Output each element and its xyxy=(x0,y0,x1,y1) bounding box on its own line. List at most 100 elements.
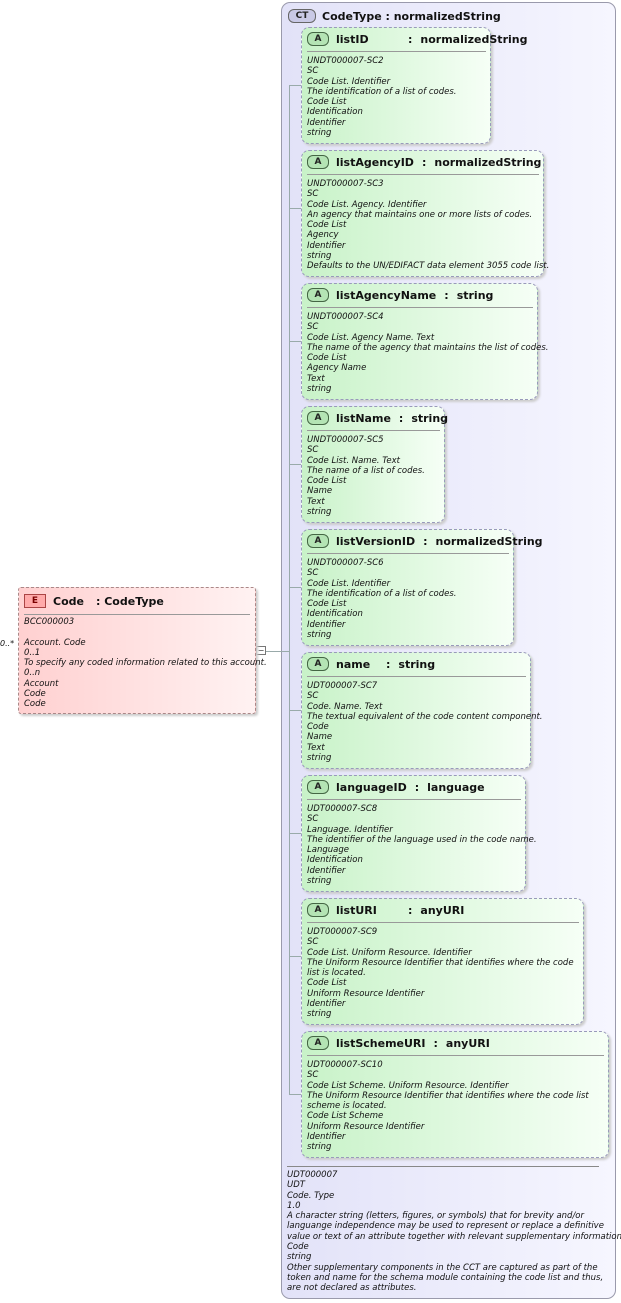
attribute-badge-icon: A xyxy=(307,657,329,671)
attribute-header: A listAgencyID : normalizedString xyxy=(307,155,541,169)
doc-line: Code List Scheme. Uniform Resource. Iden… xyxy=(307,1080,509,1091)
attribute-type: string xyxy=(456,288,494,302)
attribute-listID[interactable]: A listID : normalizedString UNDT000007-S… xyxy=(301,27,527,144)
doc-line: Code List. Uniform Resource. Identifier xyxy=(307,947,472,958)
attribute-separator: : xyxy=(423,534,428,548)
attribute-name[interactable]: A name : string UDT000007-SC7 SC Code. N… xyxy=(301,652,543,769)
attribute-type: string xyxy=(411,411,449,425)
attribute-type: string xyxy=(398,657,436,671)
doc-line: Name xyxy=(307,732,333,743)
doc-line xyxy=(24,627,250,637)
doc-line: Code List xyxy=(307,599,347,610)
doc-line: Code. Type xyxy=(287,1190,335,1201)
doc-line: string xyxy=(307,384,332,395)
connector xyxy=(289,208,301,209)
occurrence-label: 0..* xyxy=(0,639,15,648)
attribute-languageID[interactable]: A languageID : language UDT000007-SC8 SC… xyxy=(301,775,537,892)
attribute-type: language xyxy=(427,780,485,794)
attribute-documentation: UDT000007-SC10 SC Code List Scheme. Unif… xyxy=(307,1055,604,1153)
doc-line: SC xyxy=(307,568,319,579)
doc-line: SC xyxy=(307,66,319,77)
attribute-name: listVersionID xyxy=(336,534,416,548)
doc-line: Account xyxy=(24,678,59,689)
doc-line: are not declared as attributes. xyxy=(287,1283,417,1294)
doc-line: string xyxy=(307,128,332,139)
attribute-badge-icon: A xyxy=(307,534,329,548)
doc-line: Code xyxy=(307,722,329,733)
attribute-name: listName xyxy=(336,411,391,425)
attribute-header: A languageID : language xyxy=(307,780,485,794)
attribute-listVersionID[interactable]: A listVersionID : normalizedString UNDT0… xyxy=(301,529,543,646)
doc-line: UDT xyxy=(287,1180,305,1191)
attribute-listAgencyID[interactable]: A listAgencyID : normalizedString UNDT00… xyxy=(301,150,550,277)
connector xyxy=(289,341,301,342)
doc-line: SC xyxy=(307,322,319,333)
doc-line: SC xyxy=(307,189,319,200)
attribute-header: A listName : string xyxy=(307,411,448,425)
attribute-type: normalizedString xyxy=(420,32,528,46)
connector xyxy=(289,1094,301,1095)
attribute-badge-icon: A xyxy=(307,411,329,425)
attribute-separator: : xyxy=(386,657,391,671)
complex-type-badge-icon: CT xyxy=(288,9,316,23)
doc-line: Identification xyxy=(307,107,363,118)
doc-line: Code xyxy=(287,1242,309,1253)
doc-line: Code List. Identifier xyxy=(307,578,391,589)
doc-line: Agency Name xyxy=(307,363,367,374)
doc-line: SC xyxy=(307,691,319,702)
doc-line: Identifier xyxy=(307,240,346,251)
doc-line: Identifier xyxy=(307,999,346,1010)
element-header: E Code : CodeType xyxy=(24,594,164,608)
doc-line: UDT000007 xyxy=(287,1170,338,1180)
doc-line: SC xyxy=(307,937,319,948)
doc-line: To specify any coded information related… xyxy=(24,658,267,669)
tree-vertical-line xyxy=(289,85,290,1095)
doc-line: Code List xyxy=(307,978,347,989)
element-badge-icon: E xyxy=(24,594,46,608)
doc-line: string xyxy=(287,1252,312,1263)
attribute-listURI[interactable]: A listURI : anyURI UDT000007-SC9 SC Code… xyxy=(301,898,584,1025)
attribute-documentation: UNDT000007-SC6 SC Code List. Identifier … xyxy=(307,553,509,640)
doc-line: The textual equivalent of the code conte… xyxy=(307,711,543,722)
doc-line: BCC000003 xyxy=(24,617,75,627)
doc-line: UNDT000007-SC2 xyxy=(307,56,384,66)
attribute-documentation: UNDT000007-SC4 SC Code List. Agency Name… xyxy=(307,307,549,395)
doc-line: string xyxy=(307,251,332,262)
doc-line: The identification of a list of codes. xyxy=(307,588,457,599)
element-box[interactable]: E Code : CodeType BCC000003 Account. Cod… xyxy=(18,587,267,714)
doc-line: Account. Code xyxy=(24,637,86,648)
attribute-separator: : xyxy=(408,32,413,46)
doc-line: Uniform Resource Identifier xyxy=(307,1121,425,1132)
doc-line: UNDT000007-SC6 xyxy=(307,558,384,568)
doc-line: UDT000007-SC9 xyxy=(307,927,378,937)
attribute-listSchemeURI[interactable]: A listSchemeURI : anyURI UDT000007-SC10 … xyxy=(301,1031,609,1158)
doc-line: A character string (letters, figures, or… xyxy=(287,1211,585,1222)
doc-line: Code xyxy=(24,699,46,710)
doc-line: UDT000007-SC10 xyxy=(307,1060,383,1070)
doc-line: The name of a list of codes. xyxy=(307,465,425,476)
sequence-icon[interactable]: − xyxy=(256,646,266,655)
attribute-listName[interactable]: A listName : string UNDT000007-SC5 SC Co… xyxy=(301,406,448,523)
connector xyxy=(289,833,301,834)
doc-line: Code xyxy=(24,689,46,700)
doc-line: Defaults to the UN/EDIFACT data element … xyxy=(307,261,550,272)
doc-line: The Uniform Resource Identifier that ide… xyxy=(307,957,574,979)
attribute-name: listAgencyID xyxy=(336,155,414,169)
attribute-documentation: UNDT000007-SC5 SC Code List. Name. Text … xyxy=(307,430,440,517)
doc-line: Language xyxy=(307,845,349,856)
attribute-badge-icon: A xyxy=(307,155,329,169)
element-type: : CodeType xyxy=(96,594,164,608)
doc-line: Code List. Name. Text xyxy=(307,455,400,466)
doc-line: Agency xyxy=(307,230,339,241)
attribute-header: A listURI : anyURI xyxy=(307,903,464,917)
doc-line: Identifier xyxy=(307,117,346,128)
doc-line: 1.0 xyxy=(287,1200,301,1211)
doc-line: The name of the agency that maintains th… xyxy=(307,342,549,353)
doc-line: Uniform Resource Identifier xyxy=(307,988,425,999)
doc-line: Other supplementary components in the CC… xyxy=(287,1262,598,1273)
attribute-listAgencyName[interactable]: A listAgencyName : string UNDT000007-SC4… xyxy=(301,283,549,400)
doc-line: Identifier xyxy=(307,619,346,630)
doc-line: value or text of an attribute together w… xyxy=(287,1231,621,1242)
doc-line: The identification of a list of codes. xyxy=(307,86,457,97)
attribute-separator: : xyxy=(408,903,413,917)
